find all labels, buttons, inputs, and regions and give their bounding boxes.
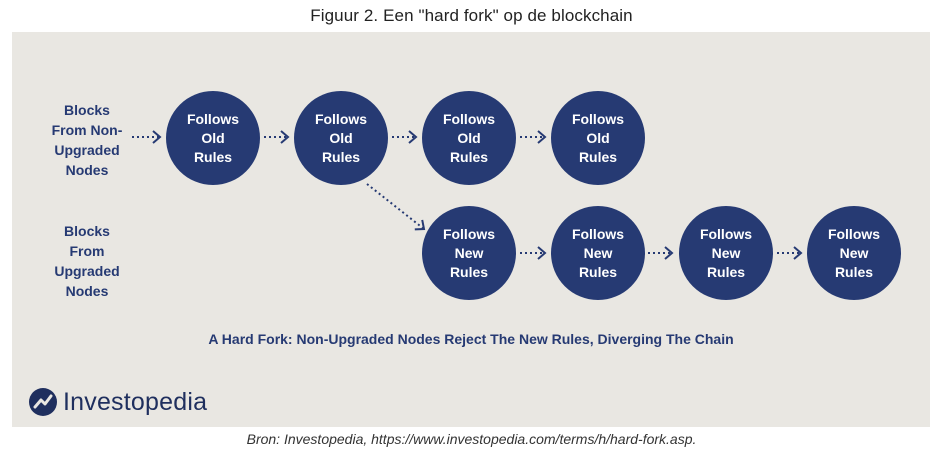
node-line: Rules	[706, 263, 746, 280]
block-old-rules-4: Follows Old Rules	[551, 91, 645, 185]
node-line: Old	[457, 129, 481, 146]
node-line: Rules	[449, 148, 489, 165]
node-line: Old	[201, 129, 225, 146]
node-line: Follows	[186, 110, 240, 127]
node-line: Follows	[699, 225, 753, 242]
node-line: Follows	[314, 110, 368, 127]
node-line: Follows	[571, 225, 625, 242]
block-new-rules-4: Follows New Rules	[807, 206, 901, 300]
diagram-caption: A Hard Fork: Non-Upgraded Nodes Reject T…	[208, 331, 734, 347]
label-line: Blocks	[64, 223, 110, 239]
label-line: From Non-	[51, 122, 123, 138]
node-line: Rules	[193, 148, 233, 165]
node-line: Old	[329, 129, 353, 146]
block-old-rules-3: Follows Old Rules	[422, 91, 516, 185]
label-line: Nodes	[65, 283, 109, 299]
arrows-layer	[132, 130, 803, 260]
source-citation: Bron: Investopedia, https://www.investop…	[246, 431, 697, 447]
investopedia-logo: Investopedia	[28, 385, 207, 419]
label-line: Blocks	[64, 102, 110, 118]
node-line: New	[839, 244, 869, 261]
label-line: From	[69, 243, 105, 259]
label-line: Upgraded	[54, 142, 120, 158]
block-old-rules-2: Follows Old Rules	[294, 91, 388, 185]
node-line: Follows	[571, 110, 625, 127]
row-label-upgraded: Blocks From Upgraded Nodes	[42, 221, 132, 301]
block-new-rules-2: Follows New Rules	[551, 206, 645, 300]
node-line: New	[711, 244, 741, 261]
label-line: Nodes	[65, 162, 109, 178]
block-new-rules-1: Follows New Rules	[422, 206, 516, 300]
node-line: Rules	[578, 148, 618, 165]
node-line: Follows	[442, 225, 496, 242]
diagram-panel: Blocks From Non- Upgraded Nodes Blocks F…	[12, 32, 930, 427]
node-line: Rules	[321, 148, 361, 165]
block-new-rules-3: Follows New Rules	[679, 206, 773, 300]
investopedia-logo-icon	[29, 388, 57, 416]
node-line: New	[454, 244, 484, 261]
node-line: Follows	[442, 110, 496, 127]
arrow-fork-to-new-1	[366, 183, 426, 231]
node-line: Rules	[578, 263, 618, 280]
label-line: Upgraded	[54, 263, 120, 279]
node-line: Follows	[827, 225, 881, 242]
logo-wordmark: Investopedia	[63, 387, 208, 416]
node-line: Rules	[834, 263, 874, 280]
figure-title: Figuur 2. Een "hard fork" op de blockcha…	[310, 6, 633, 25]
block-old-rules-1: Follows Old Rules	[166, 91, 260, 185]
node-line: New	[583, 244, 613, 261]
row-label-non-upgraded: Blocks From Non- Upgraded Nodes	[42, 100, 132, 180]
node-line: Old	[586, 129, 610, 146]
node-line: Rules	[449, 263, 489, 280]
